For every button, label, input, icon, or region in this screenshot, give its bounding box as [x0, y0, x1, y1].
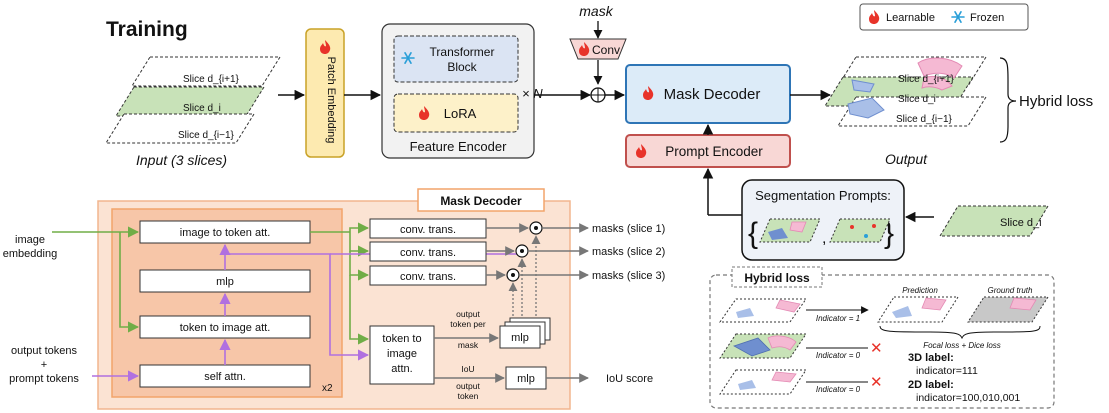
output-slice-label: Slice d_{i−1}: [896, 114, 953, 125]
label-2d-title: 2D label:: [908, 379, 954, 391]
legend-frozen: Frozen: [970, 12, 1004, 24]
training-title: Training: [106, 18, 188, 41]
mlp-iou-label: mlp: [517, 373, 535, 385]
transformer-block-label: Transformer: [430, 45, 495, 59]
transformer-block: [393, 35, 519, 83]
output-slice-stack: Slice d_{i+1} Slice d_i Slice d_{i−1}: [824, 56, 987, 127]
conv-trans-label: conv. trans.: [400, 247, 456, 259]
prompt-separator: ,: [822, 230, 826, 247]
hybrid-loss-title-box: [731, 266, 823, 288]
iou-output-token-label: token: [458, 391, 479, 401]
conv-trans-label: conv. trans.: [400, 224, 456, 236]
hybrid-loss-brace: [999, 57, 1017, 143]
mask-decoder-label: Mask Decoder: [664, 86, 761, 103]
input-slice-label: Slice d_{i−1}: [178, 130, 235, 141]
hybrid-loss-label: Hybrid loss: [1019, 93, 1093, 110]
excluded-x-icon: ✕: [870, 374, 883, 391]
image-to-token-label: image to token att.: [180, 227, 271, 239]
prompt-point-thumbnail: [829, 218, 891, 243]
svg-text:{: {: [748, 217, 758, 250]
segmentation-prompts-title: Segmentation Prompts:: [755, 188, 891, 203]
input-slice-stack: Slice d_{i+1} Slice d_i Slice d_{i−1}: [105, 56, 281, 144]
lora-block: [393, 93, 519, 133]
conv-trans-label: conv. trans.: [400, 271, 456, 283]
ground-truth-label: Ground truth: [988, 286, 1033, 295]
output-token-per-mask-label: output: [456, 309, 480, 319]
patch-embedding-block: [305, 28, 345, 158]
token-to-image-label: token to image att.: [180, 322, 271, 334]
iou-output-token-label: IoU: [461, 364, 474, 374]
output-token-per-mask-label: token per: [450, 319, 486, 329]
iou-output-token-label: output: [456, 381, 480, 391]
mlp-stack-block: [499, 325, 541, 349]
indicator-0-label: Indicator = 0: [816, 351, 861, 360]
input-caption: Input (3 slices): [136, 152, 227, 168]
prediction-label: Prediction: [902, 286, 938, 295]
output-slice-label: Slice d_i: [898, 94, 936, 105]
output-tokens-label: prompt tokens: [9, 373, 79, 385]
token-to-image-attn-block: [369, 325, 435, 385]
indicator-0-label: Indicator = 0: [816, 385, 861, 394]
masks-output-label: masks (slice 2): [592, 246, 665, 258]
times-n-label: × N: [522, 86, 543, 101]
image-embedding-label: image: [15, 234, 45, 246]
input-slice-thumbnail: [939, 205, 1049, 237]
prompt-slice-label: Slice d_i: [1000, 217, 1042, 229]
excluded-x-icon: ✕: [870, 340, 883, 357]
lora-label: LoRA: [444, 106, 477, 121]
output-slice-label: Slice d_{i+1}: [898, 74, 955, 85]
feature-encoder-label: Feature Encoder: [410, 139, 508, 154]
svg-text:}: }: [884, 217, 894, 250]
label-3d-title: 3D label:: [908, 352, 954, 364]
conv-label: Conv: [592, 43, 620, 57]
input-slice-label: Slice d_i: [183, 103, 221, 114]
mask-input-label: mask: [579, 3, 613, 19]
self-attn-label: self attn.: [204, 371, 246, 383]
mask-decoder-detail-title: Mask Decoder: [440, 194, 522, 208]
prompt-encoder-label: Prompt Encoder: [665, 144, 763, 159]
input-slice-label: Slice d_{i+1}: [183, 74, 240, 85]
output-token-per-mask-label: mask: [458, 340, 479, 350]
image-embedding-label: embedding: [3, 248, 57, 260]
legend-learnable: Learnable: [886, 12, 935, 24]
legend-box: [859, 3, 1029, 31]
mask-decoder-detail-title-box: [417, 188, 545, 212]
label-3d-value: indicator=111: [916, 365, 978, 377]
label-2d-value: indicator=100,010,001: [916, 392, 1020, 404]
mlp-stack-label: mlp: [511, 332, 529, 344]
output-tokens-label: output tokens: [11, 345, 78, 357]
prompt-mask-thumbnail: [759, 218, 821, 243]
mlp-label: mlp: [216, 276, 234, 288]
output-tokens-label: +: [41, 359, 47, 371]
token-to-image-attn-label: image: [387, 348, 417, 360]
token-to-image-attn-label: token to: [382, 333, 421, 345]
hybrid-loss-title: Hybrid loss: [744, 271, 810, 285]
output-caption: Output: [885, 151, 928, 167]
focal-dice-label: Focal loss + Dice loss: [923, 341, 1001, 350]
masks-output-label: masks (slice 3): [592, 270, 665, 282]
repeat-x2-label: x2: [322, 383, 333, 394]
mask-decoder-block: [625, 64, 791, 124]
token-to-image-attn-label: attn.: [391, 363, 412, 375]
transformer-block-label: Block: [447, 60, 477, 74]
patch-embedding-label: Patch Embedding: [325, 57, 337, 144]
masks-output-label: masks (slice 1): [592, 223, 665, 235]
indicator-1-label: Indicator = 1: [816, 314, 860, 323]
iou-score-label: IoU score: [606, 373, 653, 385]
